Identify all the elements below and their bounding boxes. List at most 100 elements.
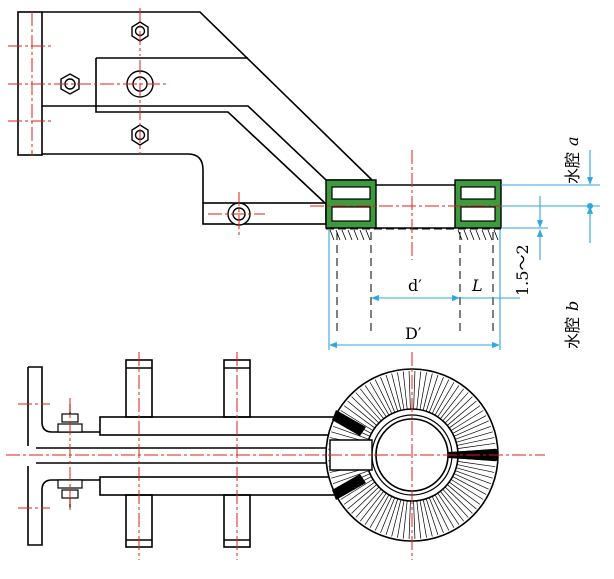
coil-winding-line: [332, 470, 369, 485]
coil-winding-line: [455, 470, 492, 485]
coil-winding-line: [450, 410, 484, 431]
coil-winding-line: [364, 385, 387, 418]
coil-winding-line: [402, 371, 408, 410]
coil-winding-line: [452, 415, 487, 434]
coil-winding-line: [450, 479, 484, 500]
coil-winding-line: [355, 392, 382, 422]
coil-winding-line: [456, 431, 493, 443]
coil-winding-line: [347, 400, 377, 426]
coil-winding-line: [416, 500, 422, 539]
busbar-lower: [99, 476, 341, 496]
water-cavity-b-var: b: [563, 301, 582, 311]
coil-winding-line: [332, 425, 369, 440]
coil-winding-line: [453, 420, 489, 437]
coil-winding-line: [431, 496, 450, 531]
coil-winding-line: [340, 479, 374, 500]
coil-winding-line: [457, 442, 496, 449]
inductor-coil-icon: [325, 179, 377, 229]
coil-winding-line: [456, 437, 495, 446]
coil-winding-line: [434, 382, 455, 416]
busbar-upper: [99, 416, 341, 436]
coil-winding-line: [413, 500, 416, 539]
workpiece-hatch: [329, 229, 499, 241]
hex-nut-icon: [60, 73, 80, 95]
coil-winding-line: [351, 486, 380, 514]
water-cavity-a-text: 水腔: [563, 152, 582, 184]
coil-winding-line: [408, 500, 411, 539]
coil-winding-line: [385, 375, 399, 412]
coil-winding-line: [374, 379, 393, 414]
coil-winding-line: [449, 405, 481, 429]
coil-winding-line: [397, 500, 405, 538]
coil-winding-line: [360, 491, 384, 522]
coil-winding-line: [397, 372, 405, 410]
dim-L-label: L: [471, 276, 483, 295]
dimension-dot: [587, 203, 593, 209]
coil-winding-line: [369, 494, 390, 528]
water-cavity-a-label: 水腔 a: [563, 136, 582, 184]
coil-winding-line: [380, 376, 396, 413]
coil-winding-line: [455, 425, 492, 440]
coil-winding-line: [374, 496, 393, 531]
coil-winding-line: [413, 371, 416, 410]
coil-winding-line: [449, 481, 481, 505]
dim-d-prime-label: d′: [408, 276, 422, 295]
coil-winding-line: [456, 467, 493, 479]
coil-winding-line: [457, 461, 496, 468]
coil-winding-line: [402, 500, 408, 539]
coil-winding-line: [422, 499, 433, 537]
coil-winding-line: [437, 492, 460, 525]
coil-winding-line: [452, 476, 487, 495]
top-view: [17, 11, 455, 229]
centerlines-top: [8, 8, 520, 260]
coil-winding-line: [419, 372, 427, 410]
inductor-coil-icon: [454, 179, 502, 229]
coil-winding-line: [416, 371, 422, 410]
water-cavity-b-label: 水腔 b: [563, 301, 582, 349]
coil-winding-line: [347, 484, 377, 510]
bracket-lower-arm: [42, 153, 204, 203]
coil-winding-line: [343, 405, 375, 429]
coil-winding-line: [456, 464, 495, 473]
coil-winding-line: [385, 498, 399, 535]
water-cavity-b-text: 水腔: [563, 317, 582, 349]
coil-winding-line: [355, 488, 382, 518]
conductor-strip: [36, 447, 372, 464]
coil-winding-line: [437, 385, 460, 418]
coil-winding-line: [428, 376, 444, 413]
coil-winding-line: [440, 491, 464, 522]
coil-winding-line: [442, 488, 469, 518]
coil-winding-line: [422, 373, 433, 411]
bracket-slot: [95, 57, 327, 205]
coil-winding-line: [340, 410, 374, 431]
coil-winding-line: [431, 379, 450, 414]
coil-winding-line: [343, 481, 375, 505]
coil-winding-line: [369, 382, 390, 416]
coil-winding-line: [419, 500, 427, 538]
water-cavity-a-var: a: [563, 136, 582, 146]
centerlines-bottom: [6, 352, 545, 560]
coil-winding-line: [453, 473, 489, 490]
coil-winding-line: [442, 392, 469, 422]
coil-winding-line: [351, 396, 380, 424]
coil-winding-line: [440, 388, 464, 419]
bottom-view: [27, 359, 372, 548]
coil-winding-line: [447, 400, 477, 426]
coil-winding-line: [408, 371, 411, 410]
coil-winding-line: [360, 388, 384, 419]
coil-winding-line: [447, 484, 477, 510]
coil-winding-line: [434, 494, 455, 528]
coil-winding-line: [444, 396, 473, 424]
coil-winding-line: [425, 375, 439, 412]
dimensions: [328, 150, 600, 350]
coil-winding-line: [364, 492, 387, 525]
dim-D-prime-label: D′: [405, 324, 422, 343]
coil-winding-line: [428, 497, 444, 534]
coil-winding-line: [391, 499, 402, 537]
left-angle-bracket: [27, 366, 100, 546]
coil-winding-line: [391, 373, 402, 411]
dim-gap-label: 1.5～2: [513, 244, 532, 296]
workpiece-dashed-edges: [336, 232, 494, 335]
coil-winding-line: [380, 497, 396, 534]
